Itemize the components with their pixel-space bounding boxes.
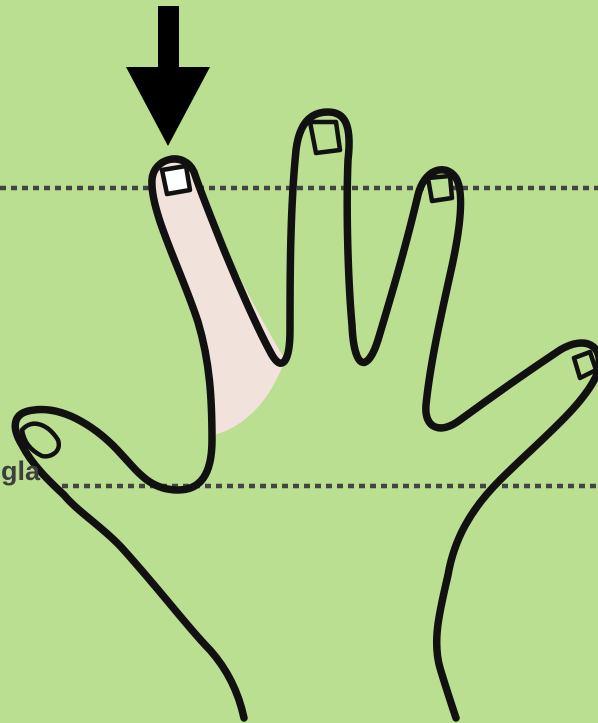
- lower-guide-label: egla: [0, 458, 40, 485]
- index-finger-highlight: [155, 160, 285, 435]
- ring-fingernail: [428, 176, 452, 201]
- arrow-down-icon: [126, 6, 210, 146]
- hand-outline: [15, 112, 598, 718]
- index-fingernail: [162, 166, 190, 194]
- pinky-fingernail: [574, 352, 596, 378]
- middle-fingernail: [310, 122, 340, 153]
